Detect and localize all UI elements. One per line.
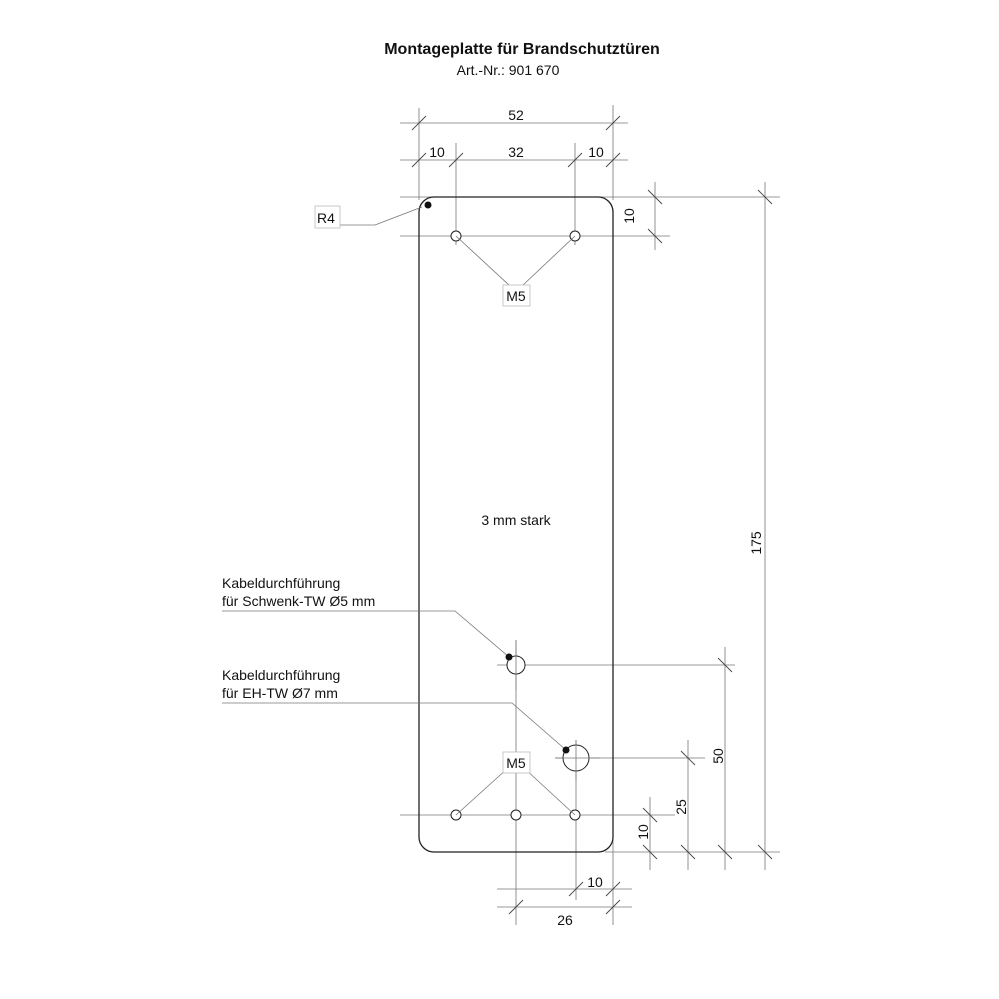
dim-bottom-width: 26 [557, 912, 573, 928]
cable2-label-line1: Kabeldurchführung [222, 667, 340, 683]
cable1-label-line2: für Schwenk-TW Ø5 mm [222, 593, 375, 609]
dim-left-margin: 10 [429, 144, 445, 160]
dim-cable-small-height: 50 [710, 748, 726, 764]
cable2-marker-dot [562, 746, 570, 754]
dim-bottom-right-offset: 10 [587, 874, 603, 890]
dim-top-hole-offset: 10 [621, 208, 637, 224]
leader-lines [222, 206, 576, 816]
m5-hole-bottom-center [510, 809, 522, 821]
article-number: Art.-Nr.: 901 670 [457, 62, 560, 78]
dimension-ticks [411, 115, 773, 915]
thickness-label: 3 mm stark [481, 512, 551, 528]
mounting-plate-outline [418, 196, 614, 853]
cable1-label-line1: Kabeldurchführung [222, 575, 340, 591]
dim-bottom-hole-offset: 10 [635, 824, 651, 840]
thread-bottom-box [502, 751, 531, 774]
dim-total-height: 175 [748, 531, 764, 555]
drawing-title: Montageplatte für Brandschutztüren [384, 41, 660, 58]
radius-marker-dot [424, 201, 432, 209]
thread-top-label: M5 [506, 288, 526, 304]
dim-cable-large-height: 25 [673, 799, 689, 815]
thread-top-box [502, 284, 531, 307]
dim-right-margin: 10 [588, 144, 604, 160]
dim-total-width: 52 [508, 107, 524, 123]
construction-lines [400, 105, 780, 925]
radius-label-box [314, 205, 341, 229]
thread-bottom-label: M5 [506, 755, 526, 771]
cable2-label-line2: für EH-TW Ø7 mm [222, 685, 338, 701]
cable1-marker-dot [505, 653, 513, 661]
dim-hole-spacing: 32 [508, 144, 524, 160]
radius-label: R4 [317, 210, 335, 226]
